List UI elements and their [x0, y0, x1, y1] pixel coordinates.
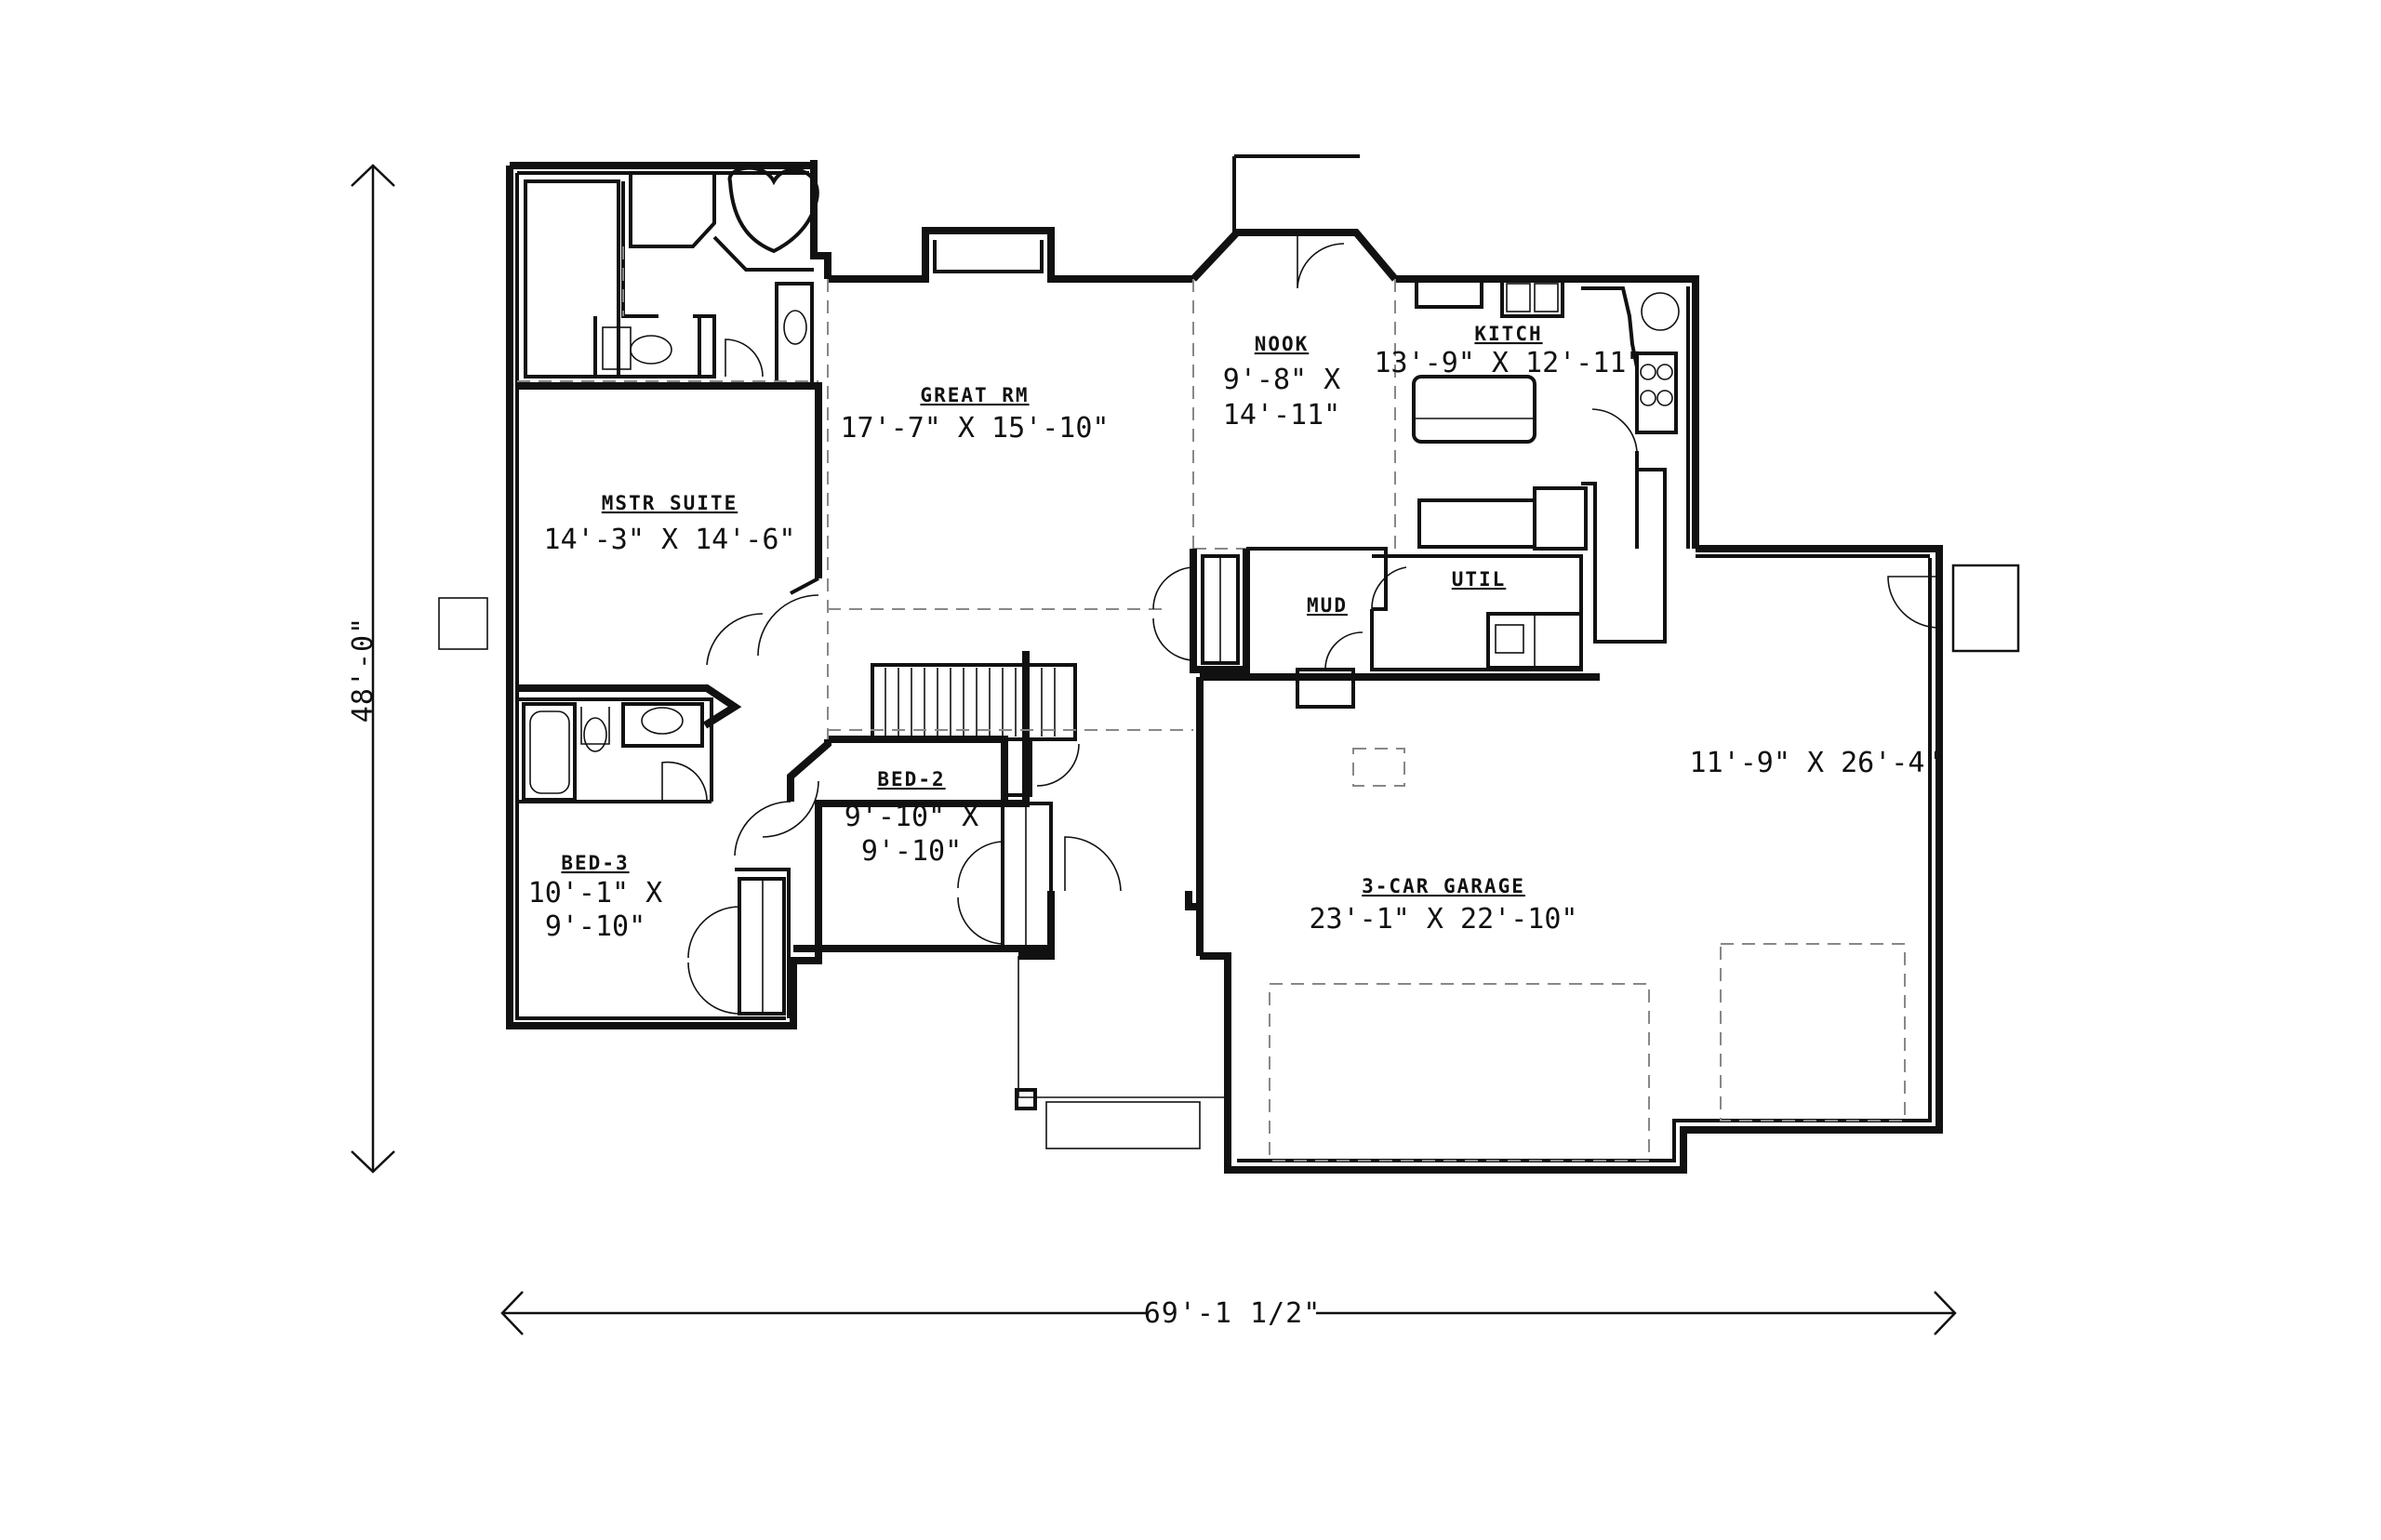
mstr-suite-dims: 14'-3" X 14'-6"	[544, 524, 796, 556]
bed-3-name: BED-3	[561, 852, 629, 874]
bed-2-dims-2: 9'-10"	[861, 835, 962, 868]
garage-extra-dims: 11'-9" X 26'-4"	[1690, 747, 1942, 779]
nook-name: NOOK	[1255, 333, 1310, 355]
mud-name: MUD	[1307, 594, 1348, 617]
depth-dimension-line	[351, 164, 395, 1174]
kitch-name: KITCH	[1474, 323, 1542, 345]
great-rm-name: GREAT RM	[920, 384, 1029, 406]
garage-name: 3-CAR GARAGE	[1362, 875, 1525, 897]
overall-depth-label: 48'-0"	[347, 617, 379, 723]
room-labels: GREAT RM 17'-7" X 15'-10" NOOK 9'-8" X 1…	[528, 323, 1942, 943]
width-label-bg	[1149, 1296, 1316, 1328]
overall-width-label: 69'-1 1/2"	[1144, 1297, 1322, 1330]
bed-2-name: BED-2	[877, 768, 945, 790]
garage-dims: 23'-1" X 22'-10"	[1310, 903, 1578, 936]
nook-dims-1: 9'-8" X	[1223, 364, 1340, 396]
bed-3-dims-2: 9'-10"	[545, 910, 645, 943]
bed-3-dims-1: 10'-1" X	[528, 877, 663, 909]
mstr-suite-name: MSTR SUITE	[602, 492, 738, 514]
nook-dims-2: 14'-11"	[1223, 399, 1340, 431]
bed-2-dims-1: 9'-10" X	[845, 801, 979, 833]
exterior-walls	[438, 154, 2020, 1174]
util-name: UTIL	[1452, 568, 1507, 591]
great-rm-dims: 17'-7" X 15'-10"	[841, 412, 1110, 445]
interior-walls	[517, 166, 1941, 1162]
kitch-dims: 13'-9" X 12'-11"	[1375, 347, 1643, 379]
